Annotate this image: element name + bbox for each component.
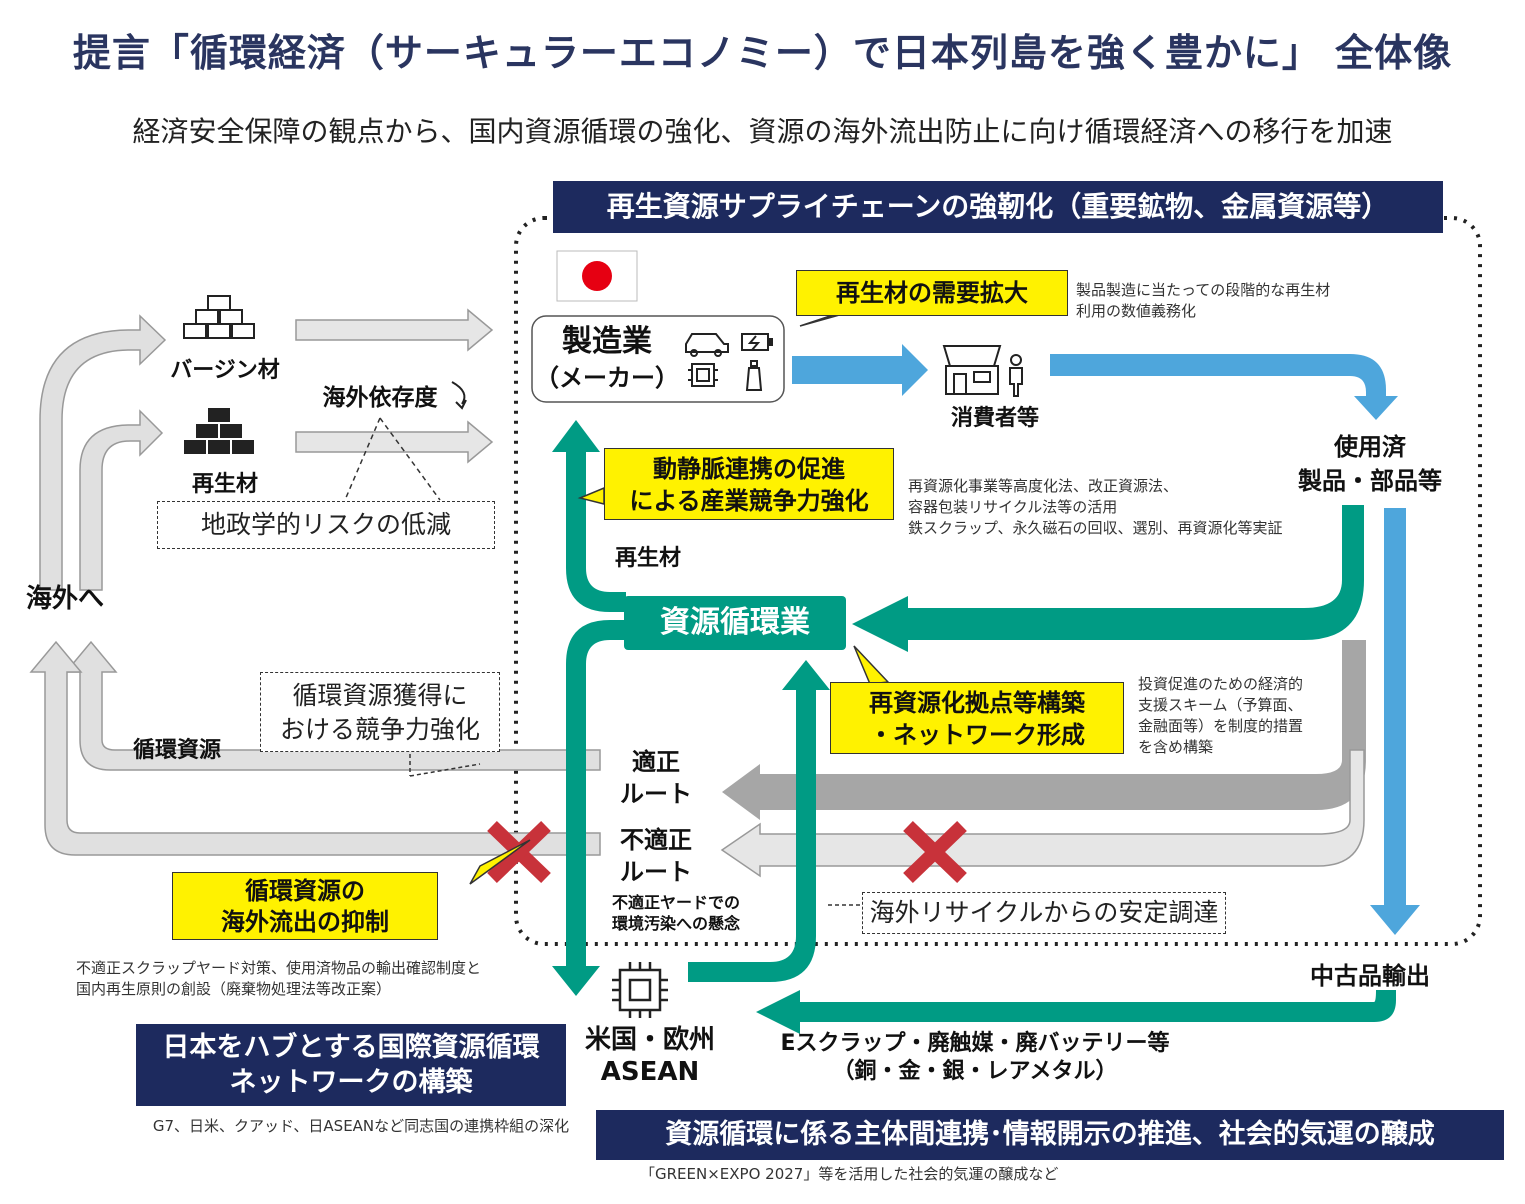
- japan-flag-icon: [556, 250, 638, 302]
- overseas-label: 海外へ: [25, 584, 104, 614]
- recycled-material-label: 再生材: [191, 472, 258, 497]
- escrap-line2: （銅・金・銀・レアメタル）: [832, 1059, 1118, 1084]
- recycled-import-arrow: [295, 420, 494, 464]
- used-products-label: 使用済 製品・部品等: [1270, 430, 1470, 498]
- demand-callout: 再生材の需要拡大: [796, 270, 1068, 316]
- improper-route-line2: ルート: [620, 858, 692, 886]
- linkage-note-line3: 鉄スクラップ、永久磁石の回収、選別、再資源化等実証: [908, 519, 1283, 537]
- used-export-label: 中古品輸出: [1310, 962, 1430, 990]
- competitiveness-line1: 循環資源獲得に: [292, 681, 468, 710]
- circular-resources-label: 循環資源: [132, 738, 221, 763]
- overseas-arrow-inner: [79, 409, 164, 591]
- used-export-arrow: [1370, 508, 1420, 935]
- proper-route-line1: 適正: [632, 748, 680, 776]
- supply-chain-band: 再生資源サプライチェーンの強靭化（重要鉱物、金属資源等）: [553, 181, 1443, 233]
- improper-route-label: 不適正 ルート: [606, 824, 706, 888]
- demand-note: 製品製造に当たっての段階的な再生材 利用の数値義務化: [1076, 280, 1396, 322]
- outflow-note-line1: 不適正スクラップヤード対策、使用済物品の輸出確認制度と: [76, 959, 482, 977]
- linkage-note-line2: 容器包装リサイクル法等の活用: [908, 498, 1118, 516]
- linkage-line1: 動静脈連携の促進: [653, 455, 845, 483]
- improper-note-line2: 環境汚染への懸念: [611, 914, 740, 933]
- improper-note-line1: 不適正ヤードでの: [611, 893, 740, 912]
- outflow-suppression-callout: 循環資源の 海外流出の抑制: [172, 872, 438, 940]
- japan-boundary: [514, 216, 1482, 946]
- bottle-icon: [745, 360, 763, 391]
- car-icon: [685, 333, 729, 357]
- virgin-material-label: バージン材: [170, 358, 280, 383]
- chip-icon: [688, 363, 718, 387]
- cooperation-band: 資源循環に係る主体間連携･情報開示の推進、社会的気運の醸成: [596, 1110, 1504, 1160]
- hub-note: 投資促進のための経済的 支援スキーム（予算面、 金融面等）を制度的措置 を含め構…: [1138, 674, 1358, 758]
- page-title: 提言「循環経済（サーキュラーエコノミー）で日本列島を強く豊かに」 全体像: [72, 31, 1453, 75]
- linkage-note: 再資源化事業等高度化法、改正資源法、 容器包装リサイクル法等の活用 鉄スクラップ…: [908, 476, 1348, 539]
- hub-note-line2: 支援スキーム（予算面、: [1138, 696, 1303, 714]
- proper-route-label: 適正 ルート: [606, 746, 706, 810]
- proper-route-arrow: [722, 640, 1366, 820]
- virgin-material-icon: [183, 295, 255, 339]
- recycled-return-label: 再生材: [614, 546, 681, 571]
- linkage-line2: による産業競争力強化: [629, 487, 869, 515]
- manufacturing-line2: （メーカー）: [535, 364, 679, 392]
- used-line2: 製品・部品等: [1298, 467, 1442, 495]
- escrap-line1: Eスクラップ・廃触媒・廃バッテリー等: [780, 1031, 1170, 1056]
- competitiveness-line2: おける競争力強化: [279, 715, 480, 744]
- consumers-label: 消費者等: [950, 406, 1039, 431]
- recycling-to-overseas-arrow: [552, 620, 626, 996]
- network-band: 日本をハブとする国際資源循環 ネットワークの構築: [136, 1024, 566, 1106]
- hub-line1: 再資源化拠点等構築: [869, 689, 1085, 717]
- overseas-arrow-outer: [39, 314, 167, 591]
- hub-note-line4: を含め構築: [1138, 738, 1214, 756]
- hub-line2: ・ネットワーク形成: [869, 721, 1085, 749]
- overseas-to-recycling-arrow: [688, 660, 830, 982]
- manufacturing-box: [531, 315, 785, 403]
- network-note: G7、日米、クアッド、日ASEANなど同志国の連携枠組の深化: [152, 1117, 570, 1135]
- linkage-note-line1: 再資源化事業等高度化法、改正資源法、: [908, 477, 1179, 495]
- used-line1: 使用済: [1334, 433, 1406, 461]
- recycled-material-icon: [184, 408, 254, 454]
- network-line1: 日本をハブとする国際資源循環: [162, 1032, 540, 1063]
- recycling-industry-box: 資源循環業: [624, 596, 846, 650]
- manufacturing-line1: 製造業: [562, 324, 652, 359]
- geopolitical-risk-box: 地政学的リスクの低減: [157, 501, 495, 549]
- competitiveness-box: 循環資源獲得に おける競争力強化: [260, 672, 500, 752]
- demand-note-line2: 利用の数値義務化: [1076, 302, 1197, 320]
- to-used-arrow: [1050, 354, 1398, 420]
- overseas-recycling-box: 海外リサイクルからの安定調達: [862, 892, 1226, 934]
- improper-route-arrow: [720, 749, 1365, 878]
- page-subtitle: 経済安全保障の観点から、国内資源循環の強化、資源の海外流出防止に向け循環経済への…: [132, 115, 1393, 148]
- demand-note-line1: 製品製造に当たっての段階的な再生材: [1076, 281, 1331, 299]
- network-line2: ネットワークの構築: [229, 1067, 473, 1098]
- person-icon: [1009, 354, 1023, 397]
- to-consumer-arrow: [792, 344, 928, 396]
- circular-resource-path-upper: [64, 640, 601, 771]
- hub-note-line1: 投資促進のための経済的: [1138, 675, 1304, 693]
- regions-line1: 米国・欧州: [584, 1025, 715, 1055]
- linkage-callout: 動静脈連携の促進 による産業競争力強化: [604, 448, 894, 520]
- overseas-dependency-label: 海外依存度: [322, 385, 438, 411]
- used-to-recycling-arrow: [852, 505, 1364, 652]
- recycled-to-manufacturing-arrow: [552, 420, 626, 612]
- outflow-note: 不適正スクラップヤード対策、使用済物品の輸出確認制度と 国内再生原則の創設（廃棄…: [76, 958, 556, 1000]
- escrap-label: Eスクラップ・廃触媒・廃バッテリー等 （銅・金・銀・レアメタル）: [770, 1030, 1180, 1086]
- block-cross-right: [903, 820, 967, 884]
- block-cross-left: [487, 820, 551, 884]
- regions-label: 米国・欧州 ASEAN: [570, 1024, 730, 1088]
- regions-line2: ASEAN: [600, 1057, 700, 1087]
- hub-note-line3: 金融面等）を制度的措置: [1138, 717, 1304, 735]
- escrap-return-arrow: [756, 990, 1396, 1034]
- virgin-import-arrow: [295, 308, 494, 352]
- outflow-line2: 海外流出の抑制: [221, 908, 389, 936]
- store-icon: [942, 345, 1002, 395]
- overseas-chip-icon: [612, 962, 668, 1018]
- battery-icon: [741, 333, 773, 351]
- hub-callout: 再資源化拠点等構築 ・ネットワーク形成: [830, 682, 1124, 754]
- outflow-line1: 循環資源の: [245, 877, 365, 905]
- proper-route-line2: ルート: [620, 780, 692, 808]
- manufacturing-label: 製造業 （メーカー）: [532, 322, 682, 394]
- improper-route-line1: 不適正: [620, 826, 692, 854]
- outflow-note-line2: 国内再生原則の創設（廃棄物処理法等改正案）: [76, 980, 392, 998]
- improper-note: 不適正ヤードでの 環境汚染への懸念: [594, 892, 758, 934]
- cooperation-note: 「GREEN×EXPO 2027」等を活用した社会的気運の醸成など: [640, 1165, 1059, 1183]
